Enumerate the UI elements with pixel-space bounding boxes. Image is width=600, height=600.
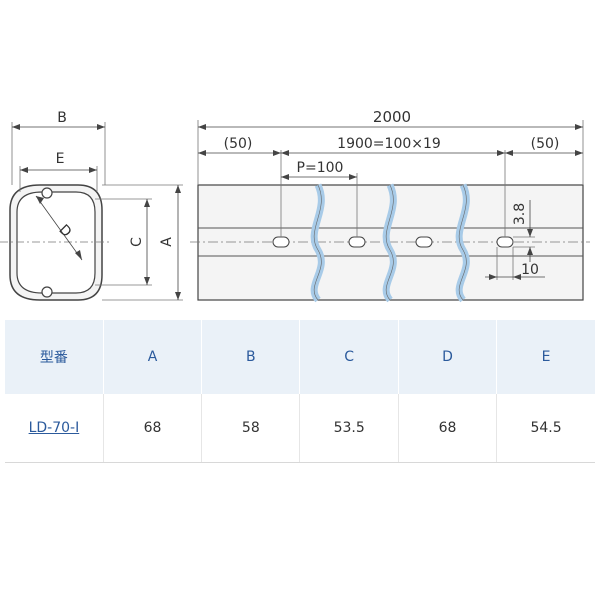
header-e: E — [496, 320, 595, 394]
header-b: B — [201, 320, 301, 394]
b-arrow-right — [97, 124, 105, 130]
mounting-slot — [415, 236, 433, 248]
end-right-arrow-b — [575, 150, 583, 156]
end-left-label: (50) — [224, 136, 253, 152]
b-dimension-label: B — [57, 110, 67, 126]
c-arrow-top — [144, 199, 150, 207]
cell-b: 58 — [201, 394, 301, 463]
slot-width-label: 10 — [521, 262, 539, 278]
end-right-arrow-a — [505, 150, 513, 156]
slot-height-label: 3.8 — [512, 203, 528, 225]
e-dimension-label: E — [56, 151, 65, 167]
mounting-slot — [272, 236, 290, 248]
cell-a: 68 — [103, 394, 203, 463]
mounting-slot — [496, 236, 514, 248]
length-arrow-right — [575, 124, 583, 130]
d-arrow-end — [75, 250, 82, 260]
duct-inner-profile — [16, 191, 96, 294]
header-c: C — [299, 320, 399, 394]
end-left-arrow-a — [198, 150, 206, 156]
pitch-total-arrow-b — [497, 150, 505, 156]
end-left-arrow-b — [273, 150, 281, 156]
cell-e: 54.5 — [496, 394, 595, 463]
pitch-arrow-left — [281, 174, 289, 180]
e-arrow-left — [20, 167, 28, 173]
header-a: A — [103, 320, 203, 394]
slot-height-arrow-top — [527, 229, 533, 237]
end-right-label: (50) — [531, 136, 560, 152]
duct-dimension-drawing: D B E C A — [0, 108, 590, 303]
a-dimension-label: A — [159, 237, 175, 247]
a-arrow-bottom — [175, 292, 181, 300]
length-label: 2000 — [373, 108, 411, 126]
pitch-label: P=100 — [297, 160, 344, 176]
header-d: D — [398, 320, 498, 394]
slot-height-arrow-bottom — [527, 247, 533, 255]
pitch-total-label: 1900=100×19 — [337, 136, 441, 152]
model-link[interactable]: LD-70-I — [28, 420, 80, 436]
snap-hook-bottom — [41, 286, 53, 298]
break-line-1-outline — [313, 184, 322, 301]
snap-hook-top — [41, 187, 53, 199]
pitch-total-arrow-a — [281, 150, 289, 156]
d-dimension-line — [35, 195, 83, 261]
cross-section-view: D B E C A — [0, 110, 183, 301]
a-arrow-top — [175, 185, 181, 193]
mounting-slot — [348, 236, 366, 248]
spec-table-header-row: 型番 A B C D E — [5, 320, 595, 394]
side-view: 2000 (50) 1900=100×19 (50) P=100 3.8 — [190, 108, 590, 303]
b-arrow-left — [12, 124, 20, 130]
cell-c: 53.5 — [299, 394, 399, 463]
spec-table: 型番 A B C D E LD-70-I 68 58 53.5 68 54.5 — [5, 320, 595, 463]
break-line-2-outline — [385, 184, 394, 301]
table-row: LD-70-I 68 58 53.5 68 54.5 — [5, 394, 595, 463]
cell-model: LD-70-I — [5, 394, 104, 463]
e-arrow-right — [89, 167, 97, 173]
cell-d: 68 — [398, 394, 498, 463]
length-arrow-left — [198, 124, 206, 130]
d-arrow-start — [36, 196, 44, 204]
c-dimension-label: C — [129, 237, 145, 247]
break-line-3-outline — [458, 184, 467, 301]
slot-width-arrow-right — [513, 274, 521, 280]
slot-width-arrow-left — [489, 274, 497, 280]
header-model: 型番 — [5, 320, 104, 394]
c-arrow-bottom — [144, 277, 150, 285]
pitch-arrow-right — [349, 174, 357, 180]
